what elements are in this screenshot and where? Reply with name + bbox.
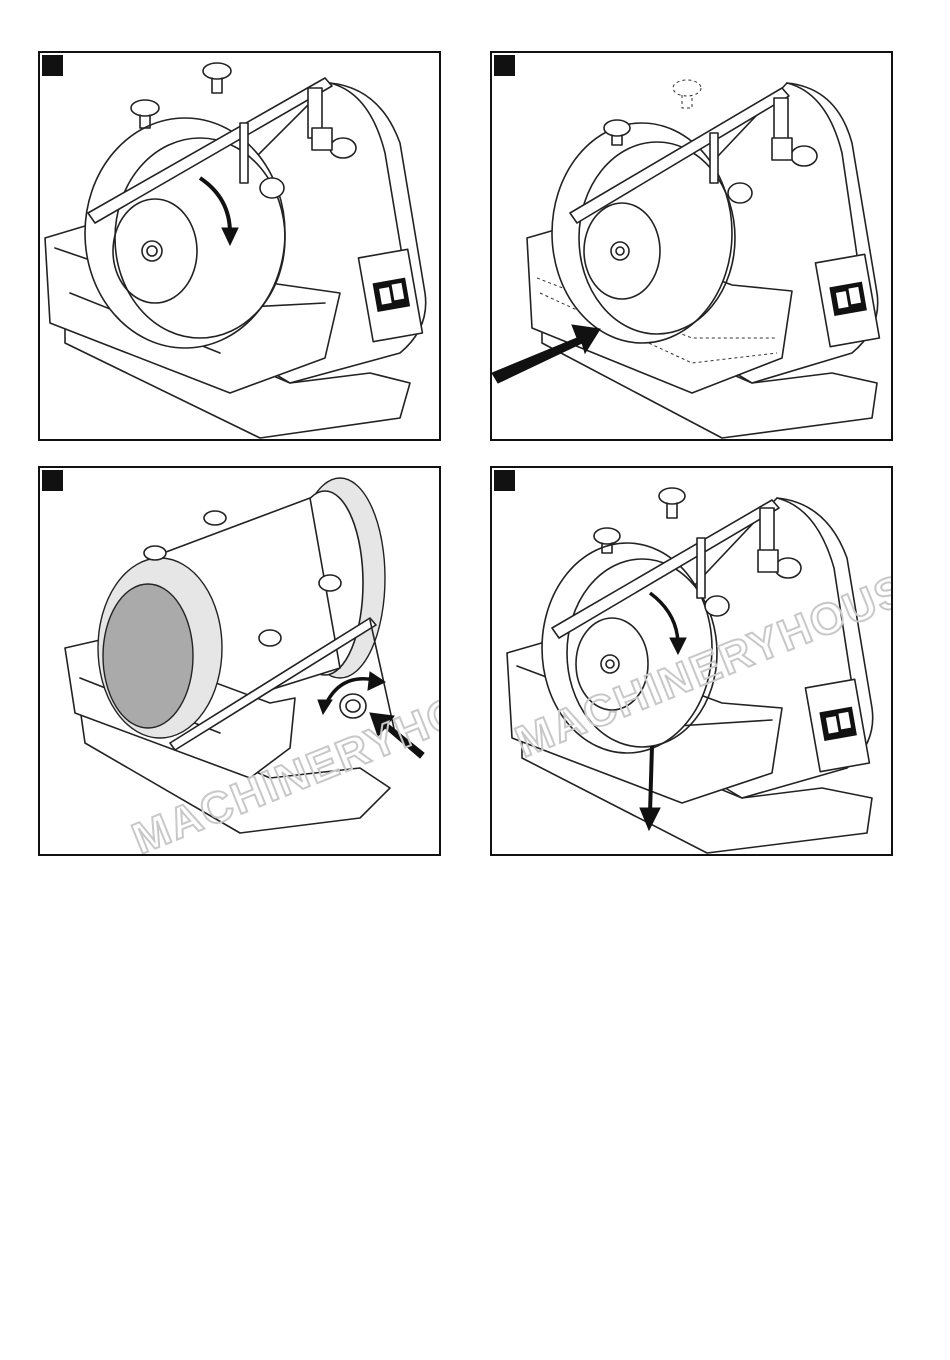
grinder-illustration: MACHINERYHOUSE — [40, 468, 439, 854]
knob-icon[interactable] — [659, 488, 685, 518]
knob-icon[interactable] — [319, 575, 341, 591]
knob-icon[interactable] — [340, 694, 366, 718]
down-arrow-icon — [650, 746, 652, 813]
grinder-illustration: MACHINERYHOUSE — [492, 468, 891, 854]
knob-icon[interactable] — [260, 178, 284, 198]
figure-4-panel: MACHINERYHOUSE — [490, 466, 893, 856]
knob-icon — [673, 80, 701, 108]
grinder-illustration — [492, 53, 891, 439]
knob-icon[interactable] — [728, 183, 752, 203]
grinder-illustration — [40, 53, 439, 439]
figure-2-panel — [490, 51, 893, 441]
knob-icon[interactable] — [204, 511, 226, 525]
knob-icon[interactable] — [203, 63, 231, 93]
knob-icon[interactable] — [705, 596, 729, 616]
figure-1-panel — [38, 51, 441, 441]
knob-icon[interactable] — [259, 630, 281, 646]
knob-icon[interactable] — [144, 546, 166, 560]
figure-3-panel: MACHINERYHOUSE — [38, 466, 441, 856]
